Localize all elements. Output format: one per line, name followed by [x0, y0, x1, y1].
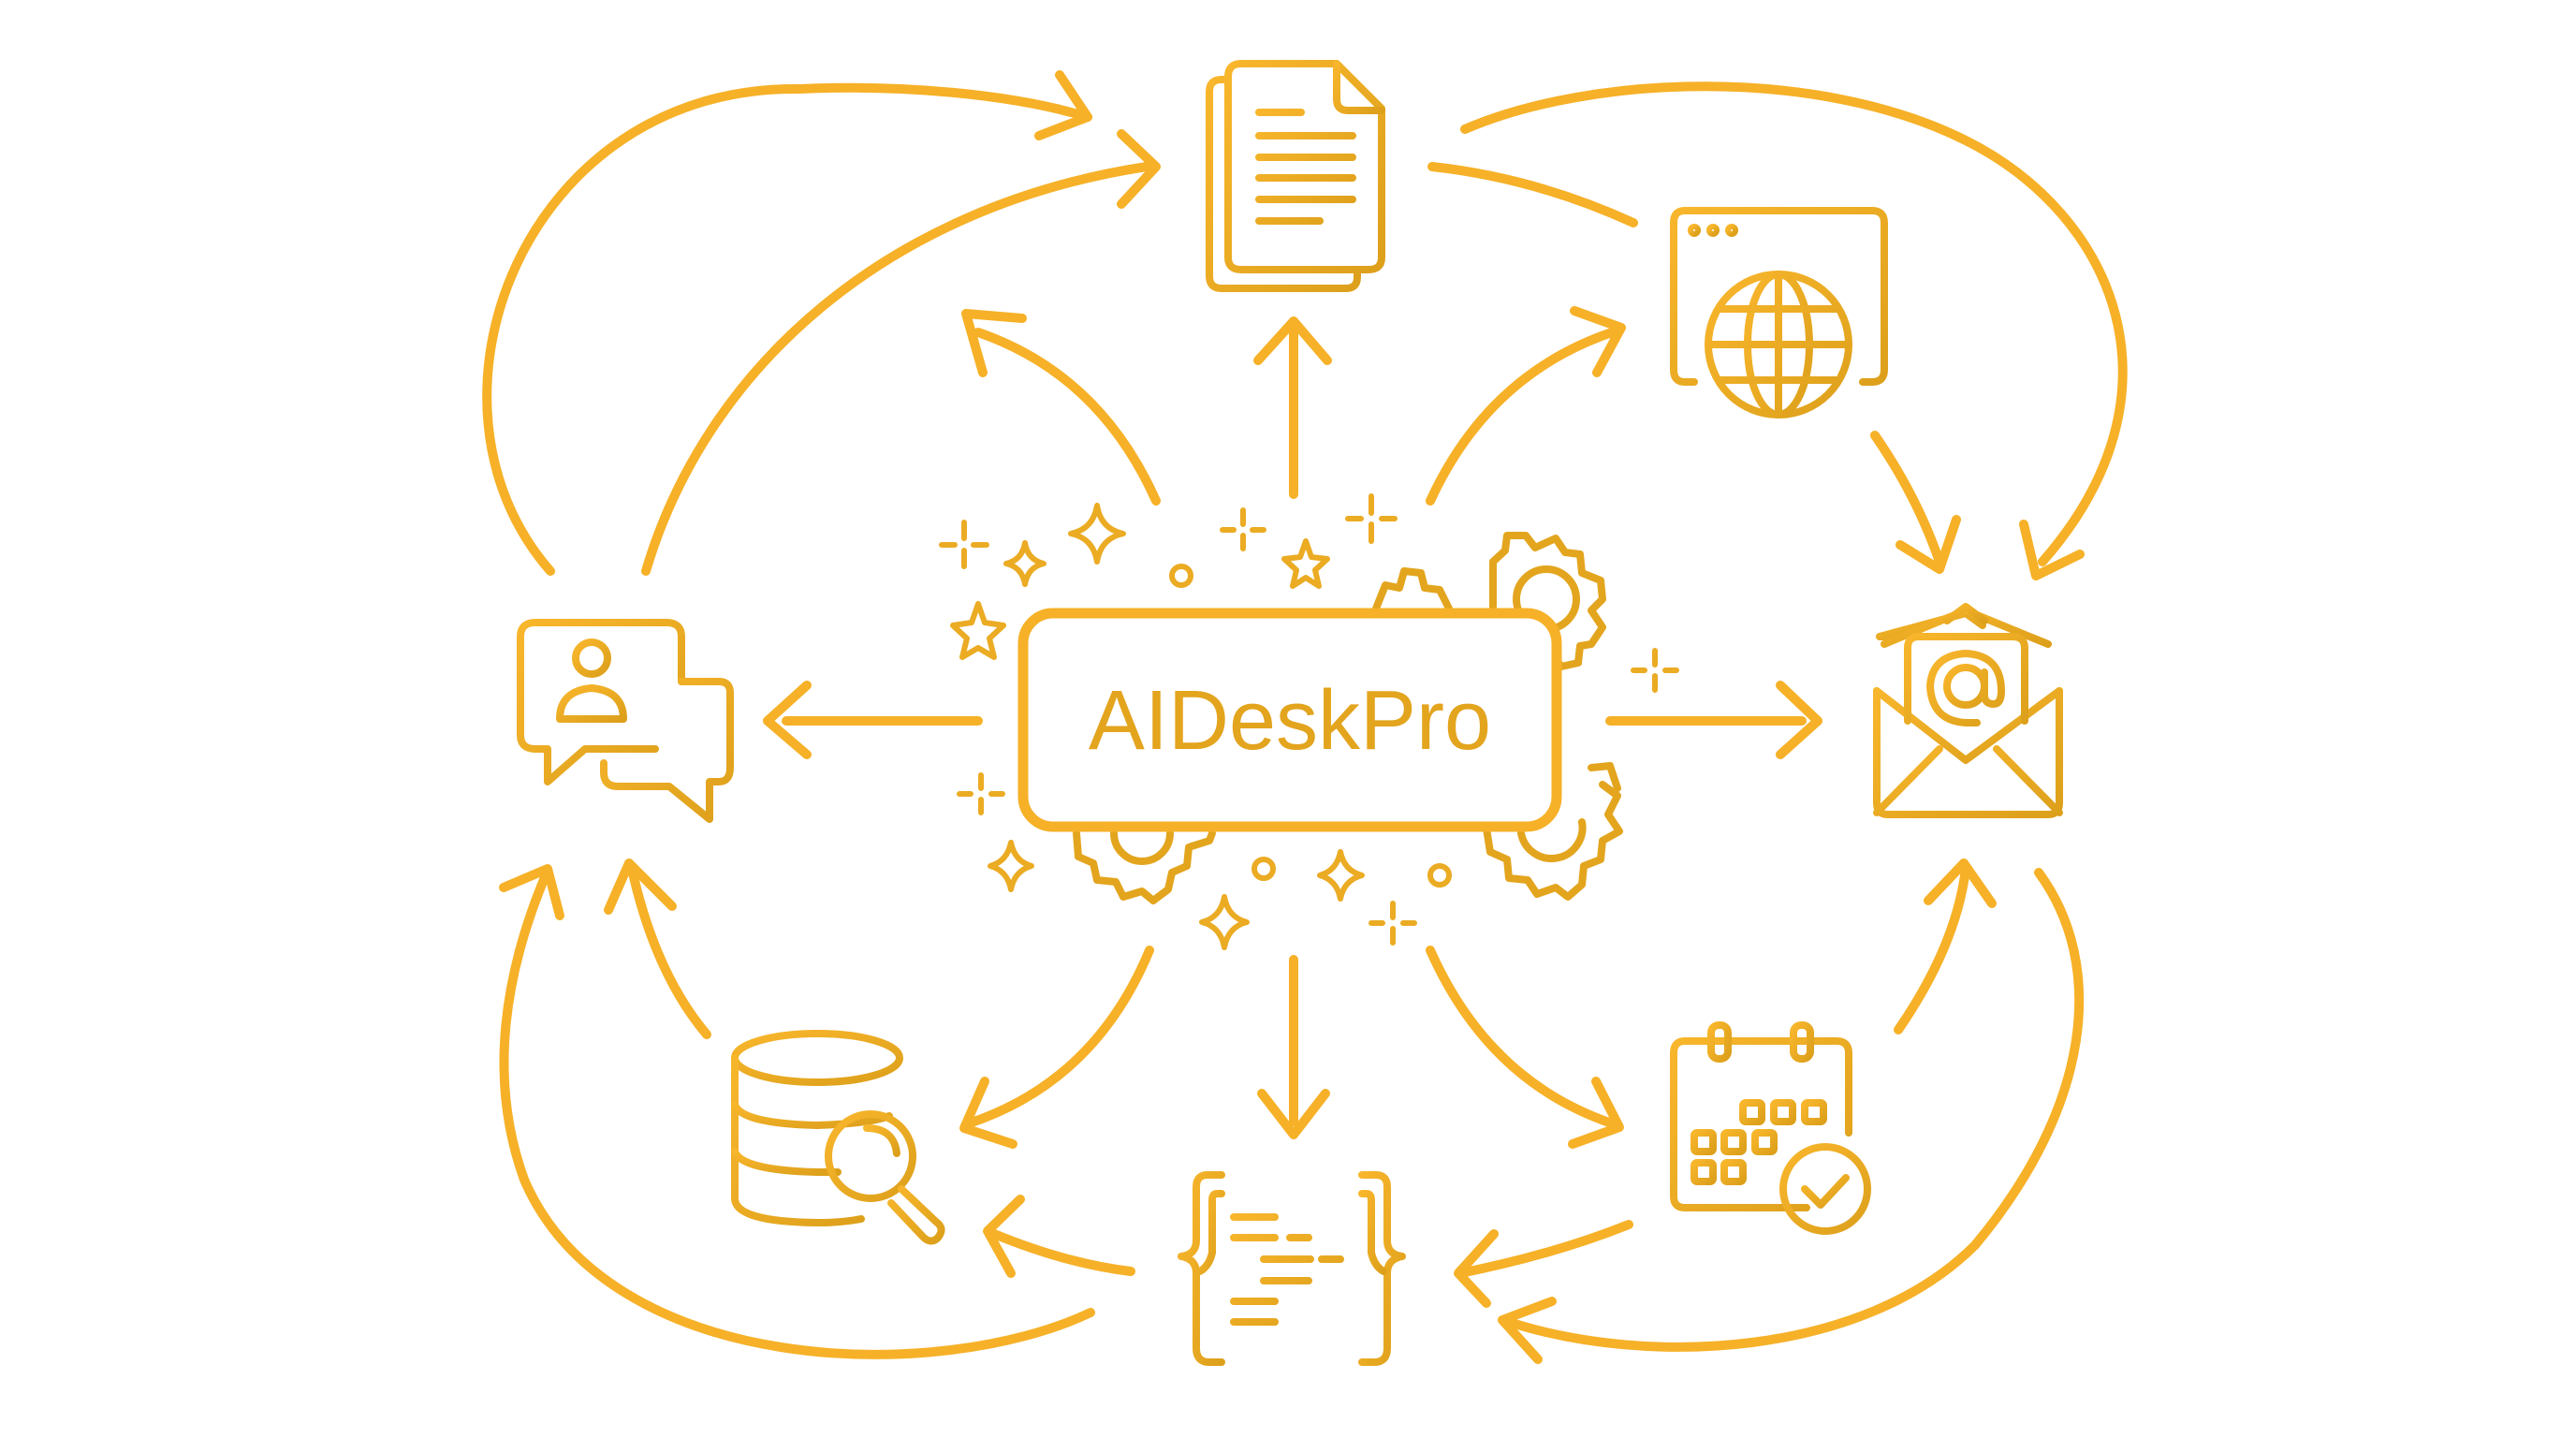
arrow-center-to-database: [959, 946, 1154, 1149]
calendar-check-icon: [1670, 1021, 1871, 1235]
arrow-calendar-to-email: [1894, 858, 1997, 1034]
arrow-document-to-email-outer: [1460, 81, 2128, 580]
arrow-center-to-chat: [763, 681, 983, 759]
center-label: AIDeskPro: [1089, 674, 1491, 768]
plus-sparkle-icon: [939, 520, 989, 569]
arrow-center-to-upper-left: [961, 309, 1161, 506]
arrow-calendar-to-code-inner: [1454, 1220, 1633, 1308]
sparkles: [939, 493, 1679, 950]
star-icon: [950, 601, 1006, 660]
sparkle-icon: [1003, 540, 1046, 587]
center-box: [1017, 608, 1562, 832]
arrow-chat-to-document-inner: [641, 129, 1161, 576]
dot-icon: [1251, 857, 1276, 881]
arrow-email-to-code-outer: [1498, 868, 2085, 1364]
star-icon: [1281, 538, 1330, 589]
plus-sparkle-icon: [957, 772, 1005, 815]
arrow-code-to-chat-outer: [499, 864, 1095, 1359]
center-hub: AIDeskPro: [939, 493, 1679, 950]
plus-sparkle-icon: [1220, 507, 1266, 551]
sparkle-icon: [988, 840, 1034, 892]
arrow-center-to-document: [1253, 316, 1332, 499]
arrow-code-to-database: [983, 1195, 1135, 1278]
arrow-document-to-email-inner: [1427, 162, 1638, 227]
arrow-chat-to-document-outer: [482, 70, 1092, 576]
connector-arrows: [482, 70, 2128, 1364]
arrow-center-to-code: [1257, 955, 1330, 1139]
plus-sparkle-icon: [1368, 901, 1417, 946]
code-braces-icon: [1178, 1171, 1406, 1366]
arrow-center-to-calendar: [1426, 946, 1624, 1149]
arrow-center-to-web: [1426, 306, 1626, 506]
sparkle-icon: [1199, 894, 1250, 950]
web-browser-globe-icon: [1670, 207, 1888, 418]
dot-icon: [1427, 863, 1452, 888]
user-chat-icon: [517, 619, 734, 823]
arrow-center-to-email: [1605, 681, 1822, 759]
plus-sparkle-icon: [1631, 648, 1679, 693]
document-icon: [1206, 60, 1385, 292]
sparkle-icon: [1317, 849, 1365, 902]
dot-icon: [1169, 564, 1193, 588]
arrow-web-to-email: [1870, 431, 1961, 574]
gear-icon-bottom: [1073, 762, 1623, 904]
arrow-database-to-chat: [604, 858, 711, 1039]
sparkle-icon: [1068, 503, 1126, 565]
email-envelope-icon: [1873, 603, 2063, 818]
database-search-icon: [731, 1030, 945, 1245]
plus-sparkle-icon: [1345, 493, 1398, 544]
